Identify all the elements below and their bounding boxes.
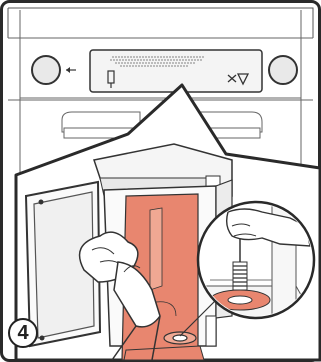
left-button	[32, 56, 60, 84]
magnified-inset	[198, 200, 314, 320]
step-number-badge: 4	[8, 318, 38, 348]
right-button	[269, 56, 297, 84]
step-number: 4	[17, 322, 28, 345]
